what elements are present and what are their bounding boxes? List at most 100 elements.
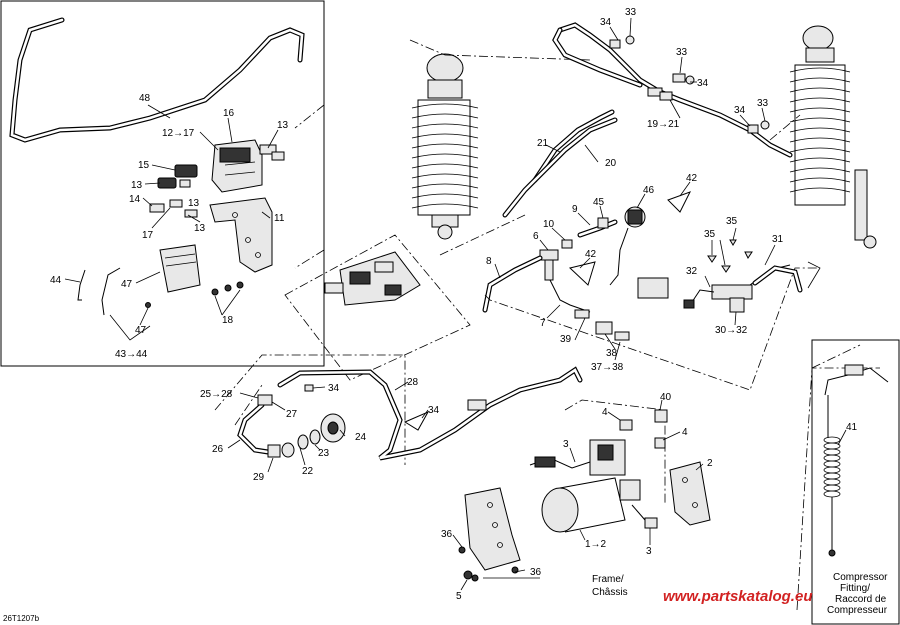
label-34a: 34 [600, 17, 612, 28]
label-34e: 34 [428, 405, 440, 416]
screws-18 [211, 281, 244, 296]
label-43-44: 43→44 [115, 349, 148, 360]
label-29: 29 [253, 472, 265, 483]
connector-15 [174, 164, 198, 178]
label-23: 23 [318, 448, 330, 459]
leaders-inset [64, 104, 279, 341]
label-17: 17 [142, 230, 154, 241]
label-12-17: 12→17 [162, 128, 195, 139]
label-37-38: 37→38 [591, 362, 624, 373]
label-19-21: 19→21 [647, 119, 680, 130]
coil-hose-41 [823, 364, 889, 557]
label-6: 6 [533, 231, 539, 242]
leaders-mid [494, 181, 691, 361]
label-42a: 42 [686, 173, 698, 184]
leaders-top [609, 17, 766, 127]
label-8: 8 [486, 256, 492, 267]
label-18: 18 [222, 315, 234, 326]
clip-44 [77, 267, 151, 316]
label-4a: 4 [602, 407, 608, 418]
label-20: 20 [605, 158, 617, 169]
label-44: 44 [50, 275, 62, 286]
wire-harness-48 [9, 17, 305, 143]
bracket-2 [669, 461, 711, 526]
label-21: 21 [537, 138, 549, 149]
label-13d: 13 [188, 198, 200, 209]
label-40: 40 [660, 392, 672, 403]
inset-box-electronics [0, 0, 325, 367]
valve-block-assembly [284, 234, 471, 381]
label-13a: 13 [277, 120, 289, 131]
label-26: 26 [212, 444, 224, 455]
label-4b: 4 [682, 427, 688, 438]
compressor-label-line3: Raccord de [835, 594, 887, 605]
label-34c: 34 [734, 105, 746, 116]
connector-13 [157, 177, 191, 189]
hose-20-21 [502, 109, 618, 218]
drawing-code: 26T1207b [3, 614, 40, 623]
label-46: 46 [643, 185, 655, 196]
label-32: 32 [686, 266, 698, 277]
leveling-valve-30-32 [484, 261, 821, 391]
label-22: 22 [302, 466, 314, 477]
label-39: 39 [560, 334, 572, 345]
fitting-22-29 [267, 442, 295, 458]
hose-7 [549, 279, 591, 319]
label-13c: 13 [194, 223, 206, 234]
label-36a: 36 [441, 529, 453, 540]
label-41: 41 [846, 422, 858, 433]
label-11: 11 [274, 213, 285, 224]
label-34b: 34 [697, 78, 709, 89]
label-30-32: 30→32 [715, 325, 748, 336]
label-3a: 3 [563, 439, 569, 450]
label-48: 48 [139, 93, 151, 104]
air-line-28 [237, 366, 583, 461]
pressure-sensor-46 [609, 206, 646, 286]
label-45: 45 [593, 197, 605, 208]
label-47b: 47 [135, 325, 147, 336]
compressor-label-line2: Fitting/ [840, 583, 870, 594]
label-14: 14 [129, 194, 141, 205]
label-38: 38 [606, 348, 618, 359]
nuts-35 [707, 239, 753, 273]
bolt-3 [631, 504, 658, 529]
label-35b: 35 [704, 229, 716, 240]
right-shock-absorber [789, 25, 877, 249]
filter-24 [320, 413, 346, 443]
washer-23 [297, 429, 321, 450]
label-15: 15 [138, 160, 150, 171]
compressor-1-2 [529, 439, 641, 533]
fittings-4-40 [619, 409, 668, 449]
leaders-valve [704, 227, 776, 326]
leaders-bottom [227, 381, 704, 591]
tee-fitting-6 [539, 239, 573, 281]
module-47 [159, 244, 201, 293]
label-33b: 33 [676, 47, 688, 58]
label-5: 5 [456, 591, 462, 602]
watermark: www.partskatalog.eu [663, 588, 812, 605]
label-1-2: 1→2 [585, 539, 607, 550]
hose-8 [482, 255, 543, 313]
label-33a: 33 [625, 7, 637, 18]
label-36b: 36 [530, 567, 542, 578]
compressor-label-line1: Compressor [833, 572, 888, 583]
label-3b: 3 [646, 546, 652, 557]
label-28: 28 [407, 377, 419, 388]
label-13b: 13 [131, 180, 143, 191]
label-2: 2 [707, 458, 713, 469]
label-47a: 47 [121, 279, 133, 290]
left-shock-absorber [411, 53, 479, 240]
label-31: 31 [772, 234, 784, 245]
compressor-label-line4: Compresseur [827, 605, 888, 616]
label-10: 10 [543, 219, 555, 230]
label-27: 27 [286, 409, 298, 420]
screws-5-36 [458, 546, 519, 582]
label-34d: 34 [328, 383, 340, 394]
fitting-13-small [184, 144, 285, 218]
frame-bracket [464, 487, 521, 571]
label-35a: 35 [726, 216, 738, 227]
frame-label-line2: Châssis [592, 587, 628, 598]
label-7: 7 [540, 318, 546, 329]
fittings-37-38-39 [595, 321, 630, 341]
